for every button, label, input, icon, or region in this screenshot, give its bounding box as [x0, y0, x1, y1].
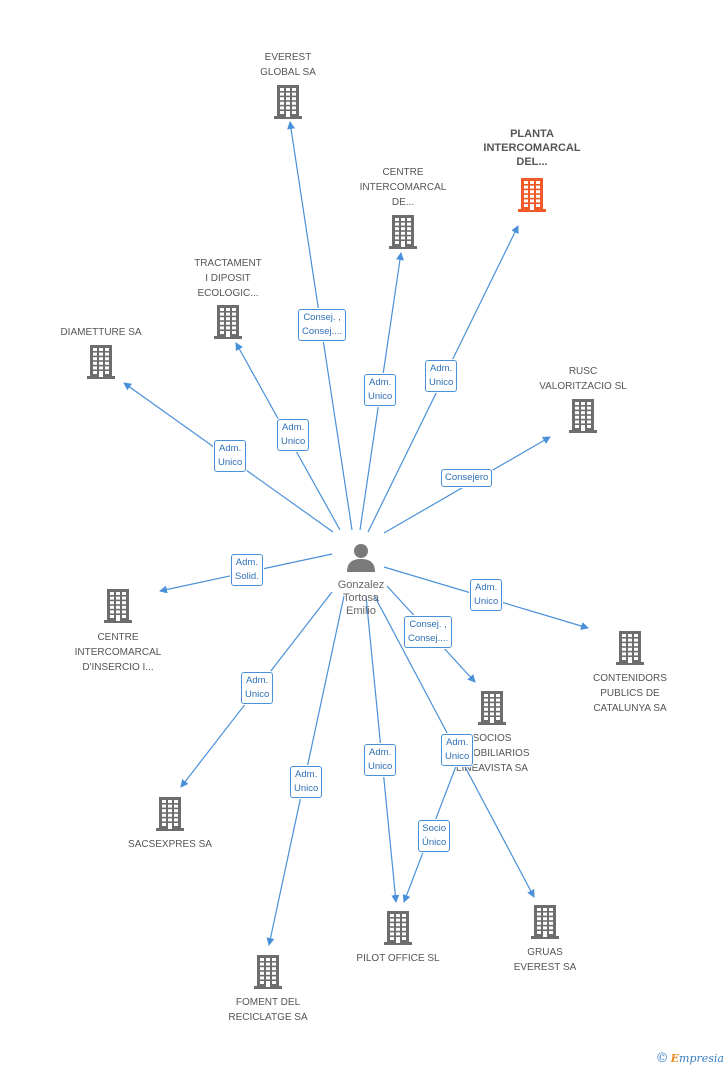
company-label: SACSEXPRES SA	[128, 839, 212, 850]
relation-label[interactable]: Adm. Unico	[470, 579, 503, 611]
company-node-foment[interactable]: FOMENT DEL RECICLATGE SA	[208, 995, 328, 1025]
company-node-diametture[interactable]: DIAMETTURE SA	[41, 325, 161, 340]
company-label: FOMENT DEL RECICLATGE SA	[228, 997, 308, 1023]
company-node-tractament[interactable]: TRACTAMENT I DIPOSIT ECOLOGIC...	[168, 256, 288, 301]
company-label: SOCIOS INMOBILIARIOS LINEAVISTA SA	[454, 733, 530, 774]
company-label: CONTENIDORS PUBLICS DE CATALUNYA SA	[593, 673, 667, 714]
building-icon[interactable]	[529, 905, 561, 944]
building-icon[interactable]	[382, 911, 414, 950]
relation-label[interactable]: Consej. , Consej....	[404, 616, 453, 648]
company-node-planta[interactable]: PLANTA INTERCOMARCAL DEL...	[472, 127, 592, 169]
building-icon[interactable]	[212, 305, 244, 344]
building-icon[interactable]	[567, 399, 599, 438]
relation-label[interactable]: Adm. Unico	[290, 766, 323, 798]
building-icon[interactable]	[85, 345, 117, 384]
company-label: PLANTA INTERCOMARCAL DEL...	[483, 128, 581, 168]
relation-label[interactable]: Adm. Unico	[277, 419, 310, 451]
relation-label[interactable]: Adm. Unico	[441, 734, 474, 766]
company-node-rusc[interactable]: RUSC VALORITZACIO SL	[523, 364, 643, 394]
brand-logo: ©Empresia	[655, 1051, 724, 1066]
relation-label[interactable]: Adm. Unico	[214, 440, 247, 472]
company-node-contenidors[interactable]: CONTENIDORS PUBLICS DE CATALUNYA SA	[570, 671, 690, 716]
relation-label[interactable]: Consejero	[441, 469, 493, 487]
company-label: CENTRE INTERCOMARCAL D'INSERCIO I...	[74, 632, 162, 673]
company-label: RUSC VALORITZACIO SL	[539, 366, 627, 392]
company-node-centre-dinsercio[interactable]: CENTRE INTERCOMARCAL D'INSERCIO I...	[58, 630, 178, 675]
person-icon	[347, 544, 375, 572]
relation-label[interactable]: Adm. Unico	[425, 360, 458, 392]
relation-label[interactable]: Adm. Solid.	[231, 554, 263, 586]
building-icon[interactable]	[252, 955, 284, 994]
building-icon[interactable]	[387, 215, 419, 254]
company-label: CENTRE INTERCOMARCAL DE...	[359, 167, 447, 208]
company-label: GRUAS EVEREST SA	[513, 947, 577, 973]
relation-label[interactable]: Adm. Unico	[364, 744, 397, 776]
building-icon[interactable]	[476, 691, 508, 730]
building-icon[interactable]	[102, 589, 134, 628]
relation-label[interactable]: Socio Único	[418, 820, 451, 852]
company-node-centre-de[interactable]: CENTRE INTERCOMARCAL DE...	[343, 165, 463, 210]
company-node-pilot[interactable]: PILOT OFFICE SL	[338, 951, 458, 966]
relation-label[interactable]: Consej. , Consej....	[298, 309, 347, 341]
center-person[interactable]	[345, 542, 377, 574]
company-node-gruas[interactable]: GRUAS EVEREST SA	[485, 945, 605, 975]
copyright-icon: ©	[655, 1051, 669, 1066]
building-icon[interactable]	[614, 631, 646, 670]
company-label: TRACTAMENT I DIPOSIT ECOLOGIC...	[194, 258, 262, 299]
building-icon[interactable]	[516, 178, 548, 217]
relation-label[interactable]: Adm. Unico	[241, 672, 274, 704]
relation-label[interactable]: Adm. Unico	[364, 374, 397, 406]
company-label: EVEREST GLOBAL SA	[260, 52, 316, 78]
building-icon[interactable]	[154, 797, 186, 836]
company-label: PILOT OFFICE SL	[356, 953, 440, 964]
company-node-socios[interactable]: SOCIOS INMOBILIARIOS LINEAVISTA SA	[432, 731, 552, 776]
company-node-sacsexpres[interactable]: SACSEXPRES SA	[110, 837, 230, 852]
building-icon[interactable]	[272, 85, 304, 124]
company-label: DIAMETTURE SA	[60, 327, 142, 338]
company-node-everest-global[interactable]: EVEREST GLOBAL SA	[228, 50, 348, 80]
person-name: Gonzalez Tortosa Emilio	[337, 579, 385, 617]
